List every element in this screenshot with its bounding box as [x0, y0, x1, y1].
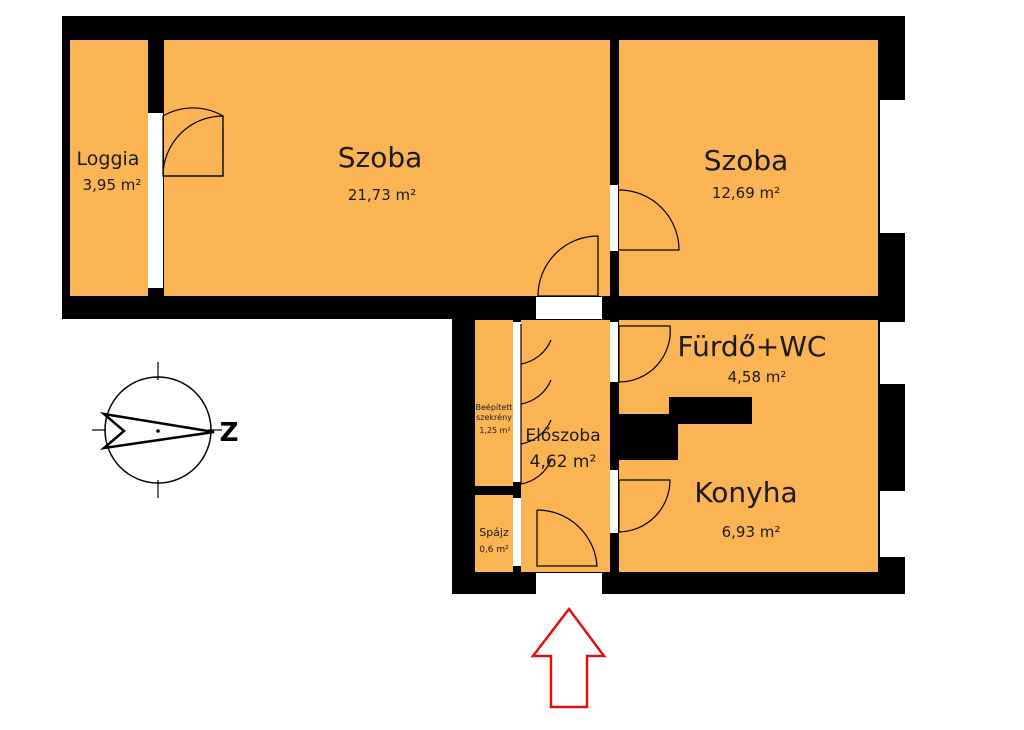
room-area-beepitett: 1,25 m² [479, 426, 510, 435]
door-swing-loggia [162, 115, 224, 177]
floor-beepitett [475, 320, 513, 486]
entrance-arrow-icon [530, 606, 607, 709]
doorway-beepitett-jamb [513, 322, 521, 482]
door-swing-konyha [618, 479, 671, 533]
doorway-entrance [536, 573, 602, 594]
room-name-loggia: Loggia [77, 148, 140, 170]
doorway-szoba-eloszoba [536, 297, 602, 319]
floor-spajz [475, 495, 513, 572]
compass-label: Z [220, 418, 239, 448]
floor-szoba-large [164, 40, 610, 296]
doorway-konyha-jamb [610, 470, 618, 533]
window-konyha-right [880, 491, 905, 557]
floor-konyha-notch-2 [752, 414, 878, 426]
door-swing-beepitett-1 [520, 324, 552, 365]
room-name-beepitett-line2: szekrény [476, 412, 512, 422]
door-openings [513, 185, 618, 594]
door-leaf-loggia [162, 107, 224, 177]
door-leaves [162, 107, 224, 177]
floor-szoba-small [619, 40, 878, 296]
wall-chimney-block [610, 414, 678, 460]
room-name-szoba-small: Szoba [704, 144, 789, 177]
room-area-spajz: 0,6 m² [479, 545, 509, 555]
room-name-szoba-large: Szoba [338, 141, 423, 174]
floor-loggia [70, 40, 148, 296]
room-area-szoba-small: 12,69 m² [712, 184, 780, 202]
door-swing-szoba-small [618, 189, 680, 251]
door-swings [162, 115, 680, 567]
floor-eloszoba [521, 320, 610, 572]
room-name-spajz: Spájz [479, 526, 509, 539]
doorway-spajz-jamb [513, 498, 521, 566]
room-name-furdo: Fürdő+WC [678, 330, 827, 363]
room-labels: Loggia 3,95 m² Szoba 21,73 m² Szoba 12,6… [77, 141, 827, 555]
door-swing-spajz [536, 509, 598, 567]
doorway-furdo-jamb [610, 322, 618, 382]
room-area-furdo: 4,58 m² [728, 368, 787, 386]
door-swing-beepitett-2 [520, 364, 552, 405]
windows [148, 100, 905, 557]
window-szoba-right [880, 100, 905, 233]
door-swing-furdo [618, 325, 671, 383]
room-area-szoba-large: 21,73 m² [348, 186, 416, 204]
door-swing-beepitett-4 [520, 444, 552, 485]
room-name-beepitett-line1: Beépített [476, 402, 513, 412]
door-swing-beepitett-3 [520, 404, 552, 445]
doorway-szoba2-jamb [610, 185, 618, 251]
room-name-eloszoba: Előszoba [525, 426, 600, 446]
door-swing-szoba-large [537, 235, 599, 297]
room-area-konyha: 6,93 m² [722, 523, 781, 541]
room-area-loggia: 3,95 m² [83, 176, 142, 194]
floors [70, 40, 878, 572]
north-arrow-compass-icon: Z [92, 362, 238, 498]
room-area-eloszoba: 4,62 m² [530, 452, 597, 472]
room-name-konyha: Konyha [694, 476, 797, 509]
wall-furdo-bottom-shelf [669, 397, 752, 417]
window-furdo-right [880, 322, 905, 384]
window-loggia-door [148, 113, 163, 288]
